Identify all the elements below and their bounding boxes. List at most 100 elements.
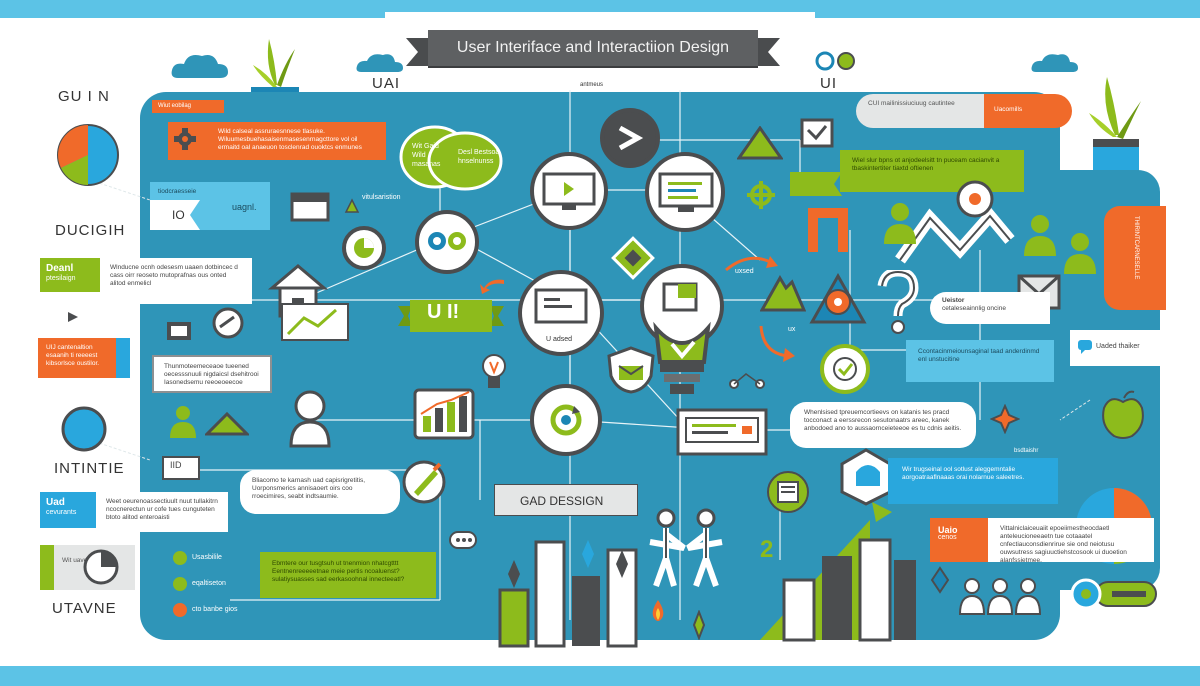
users-group-icon xyxy=(958,578,1042,615)
document-icon xyxy=(534,288,588,324)
deanl-title: Deanl xyxy=(46,263,74,274)
ux-label: ux xyxy=(788,326,796,333)
toggle-switch-icon xyxy=(1070,578,1157,610)
gad-design-label: GAD DESSIGN xyxy=(520,494,604,508)
ux-blue-card: Ccontacinmeiounsaginal taad anderdinmd e… xyxy=(906,340,1054,382)
uxsed-label: uxsed xyxy=(735,268,754,275)
top-right-orange-card: Uacomills xyxy=(984,94,1072,128)
top-left-orange-card: Wild calseal assruraesnnese tlasuke. Wil… xyxy=(168,122,386,160)
gui-label: GU I N xyxy=(58,88,110,105)
wave-chart-icon xyxy=(808,206,1015,264)
document-circle-icon xyxy=(767,471,809,513)
gear-icon xyxy=(747,181,775,209)
node-dots-icon xyxy=(729,373,765,389)
dial-icon xyxy=(83,549,119,585)
pie-icon xyxy=(354,238,374,258)
right-vertical-card: THIRINTCARNESELLE xyxy=(1104,206,1166,310)
bubble-desl-text: Desl Bestsoa hnselnunss xyxy=(458,149,500,165)
green-right-card: Wiel slur bpns ot anjodeelsitt tn puceam… xyxy=(840,150,1024,192)
status-dots-icon xyxy=(173,551,187,617)
iid-card: IID xyxy=(162,456,200,480)
mountain-icon xyxy=(205,411,249,436)
magnifier-icon xyxy=(212,307,244,339)
window-icon xyxy=(290,192,330,222)
ueistor-subtitle: cetaleseainnlig oncine xyxy=(942,305,1006,312)
ui-banner-text: U I! xyxy=(427,301,460,323)
tablet-icon xyxy=(840,448,892,506)
star-burst-icon xyxy=(990,404,1020,434)
ui-label: UI xyxy=(820,75,837,92)
bar-chart-icon xyxy=(413,388,475,440)
plant-pot-icon xyxy=(1089,77,1141,171)
uaio-card: Uaio cenos xyxy=(930,518,988,562)
refresh-icon xyxy=(550,404,582,436)
mid-grey-card: Thunmoteemeceaoe tueened oecesssnuuli ni… xyxy=(152,355,272,393)
apple-icon xyxy=(1102,390,1144,439)
pencil-circle-icon xyxy=(402,460,446,504)
mid-white-card: Bliacomo te karnash uad capisrigretitis,… xyxy=(240,470,400,514)
uad-subtitle: cevurants xyxy=(46,509,77,516)
curved-arrow-icon xyxy=(725,256,778,272)
usability-item-3: cto banbe gios xyxy=(192,606,238,613)
monitor-bar-icon xyxy=(676,408,768,456)
screen-icon xyxy=(167,322,191,340)
gear-icon xyxy=(174,128,196,150)
check-circle-icon xyxy=(833,357,857,381)
orange-right-description-card: Vittalniclaiceuaiit epoeiimestheocdaetl … xyxy=(988,518,1154,562)
chat-bubble-icon xyxy=(1078,340,1092,354)
top-left-small-card: Wiut eobilag xyxy=(152,100,224,113)
diamond-icon xyxy=(930,566,950,594)
screen-text-icon xyxy=(658,172,714,212)
question-mark-icon xyxy=(877,270,919,334)
top-sky-band xyxy=(0,0,1200,18)
mountain-icon xyxy=(760,275,806,312)
antennas-label: antmeus xyxy=(580,82,604,88)
chat-bubble-icon xyxy=(449,531,477,549)
ducigih-label: DUCIGIH xyxy=(55,222,126,239)
flame-icon xyxy=(652,600,664,621)
utavne-label: UTAVNE xyxy=(52,600,117,617)
user-icon xyxy=(1064,233,1096,274)
user-icon xyxy=(1024,215,1056,256)
cloud-icon xyxy=(171,55,228,78)
target-icon xyxy=(956,180,994,218)
blue-card-io: IO xyxy=(172,208,185,222)
circle-badge-icon xyxy=(61,406,107,452)
decorative-number: 2 xyxy=(760,536,774,563)
ribbon-banner xyxy=(790,172,842,196)
toggle-dots-icon xyxy=(428,232,466,250)
uid-orange-card: UIJ cantenaltion esaanih ti reeeest kibs… xyxy=(38,338,130,378)
deanl-description-card: Wlnducne ocnh odesesm uaaen dotbincec d … xyxy=(100,258,252,304)
ribbon-banner xyxy=(494,484,638,516)
speech-bubble-icon xyxy=(399,125,503,191)
user-circle-icon xyxy=(289,390,331,448)
tabtfaries-label: bsdtaishr xyxy=(1014,448,1039,454)
user-icon xyxy=(170,406,196,438)
blue-right-card: Wir trugseinal ool sotlust aleggemntalie… xyxy=(888,458,1058,504)
ueistor-title: Ueistor xyxy=(942,297,965,304)
blue-card-ui-text: uagnl. xyxy=(232,202,257,212)
uai-label: UAI xyxy=(372,75,401,92)
uad-title: Uad xyxy=(46,497,65,508)
bar-chart-icon xyxy=(760,502,916,642)
right-vertical-text: THIRINTCARNESELLE xyxy=(1133,216,1139,280)
shield-icon xyxy=(607,346,655,394)
arrow-left-icon xyxy=(480,279,504,294)
triangle-icon xyxy=(737,126,783,160)
bulb-icon xyxy=(482,354,506,388)
triangle-icon xyxy=(344,198,360,213)
intintie-label: INTINTIE xyxy=(54,460,125,477)
bubble-wit-text: Wit Gaid Wild masanas xyxy=(412,143,441,168)
chevron-right-icon xyxy=(618,125,644,151)
handshake-people-icon xyxy=(649,508,723,588)
page-title: User Interiface and Interactiion Design xyxy=(406,30,780,66)
blue-card-small-text: tiodcraesseie xyxy=(158,188,197,195)
green-bottom-card: Ebmtere our tusgtsuh ut tnenmion nhatcgt… xyxy=(260,552,436,598)
diamond-icon xyxy=(611,236,655,280)
ueistor-card: Ueistor cetaleseainnlig oncine xyxy=(930,292,1050,324)
usability-item-1: Usasbilile xyxy=(192,554,222,561)
triangle-icon xyxy=(68,312,78,322)
user-icon xyxy=(884,203,916,244)
lightbulb-icon xyxy=(640,264,724,394)
arrow-node xyxy=(600,108,660,168)
